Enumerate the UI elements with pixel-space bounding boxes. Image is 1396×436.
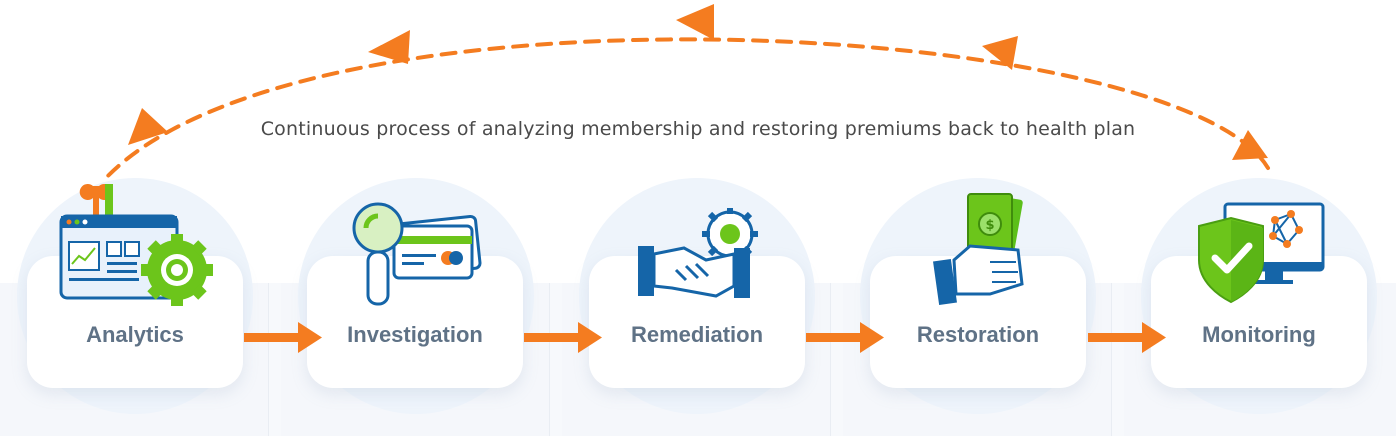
- hand-holding-money-icon: $: [933, 193, 1024, 306]
- flow-arrow-3: [806, 322, 884, 353]
- step-label-restoration: Restoration: [916, 322, 1040, 347]
- arc-arrowhead-icon: [676, 4, 714, 40]
- step-label-monitoring: Monitoring: [1202, 322, 1316, 347]
- arc-arrowhead-icon: [982, 36, 1018, 70]
- magnifier-credit-card-icon: [352, 202, 482, 306]
- flow-arrow-4: [1088, 322, 1166, 353]
- handshake-gear-icon: [638, 208, 758, 298]
- arc-arrowhead-icon: [1232, 130, 1268, 160]
- step-label-remediation: Remediation: [630, 322, 764, 347]
- step-label-investigation: Investigation: [347, 322, 483, 347]
- step-label-analytics: Analytics: [86, 322, 184, 347]
- arc-arrowhead-icon: [368, 30, 410, 64]
- flow-arrow-2: [524, 322, 602, 353]
- process-caption: Continuous process of analyzing membersh…: [260, 118, 1136, 140]
- flow-arrow-1: [244, 322, 322, 353]
- svg-text:$: $: [985, 218, 994, 233]
- feedback-loop-arc: [102, 37, 1270, 182]
- shield-check-monitor-icon: [1198, 202, 1325, 304]
- analytics-dashboard-gear-icon: [59, 184, 213, 306]
- arc-arrowhead-icon: [128, 108, 168, 145]
